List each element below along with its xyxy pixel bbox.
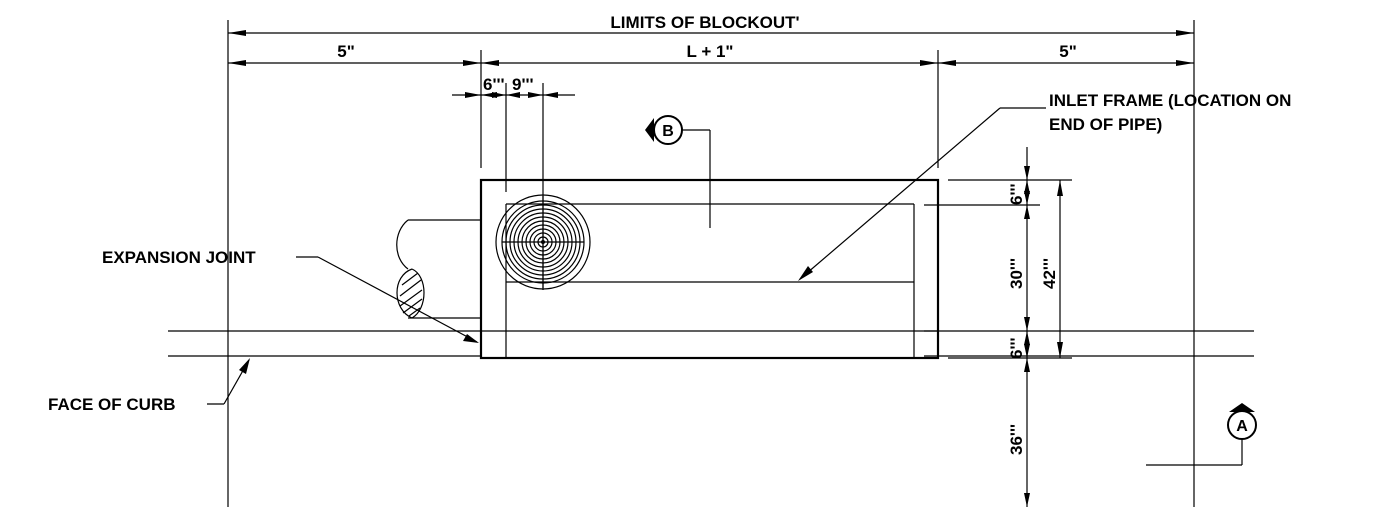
section-marker-b: B: [645, 115, 711, 228]
nine-inch-dim: 9''': [512, 75, 534, 94]
face-of-curb-label: FACE OF CURB: [48, 395, 176, 414]
dimension-chain: 5" L + 1" 5": [228, 42, 1194, 168]
face-of-curb-callout: FACE OF CURB: [48, 358, 250, 414]
vertical-dimensions: 6''' 30''' 42''' 6''' 36''': [924, 147, 1072, 507]
v-thirtysix-dim: 36''': [1007, 424, 1026, 455]
curb-lines: [168, 330, 1254, 357]
overall-dimension: LIMITS OF BLOCKOUT': [227, 13, 1195, 507]
left-5-dim: 5": [337, 42, 355, 61]
pipe: [396, 219, 481, 319]
section-marker-a: A: [1146, 403, 1257, 466]
inlet-frame-label-line1: INLET FRAME (LOCATION ON: [1049, 91, 1291, 110]
inlet-frame-circles: [495, 194, 591, 290]
expansion-joint-label: EXPANSION JOINT: [102, 248, 256, 267]
v-fortytwo-dim: 42''': [1040, 258, 1059, 289]
section-a-letter: A: [1236, 418, 1248, 435]
section-b-letter: B: [662, 123, 674, 140]
inlet-frame-callout: INLET FRAME (LOCATION ON END OF PIPE): [798, 91, 1291, 281]
expansion-joint-callout: EXPANSION JOINT: [102, 248, 479, 343]
six-inch-dim: 6''': [483, 75, 505, 94]
v-six-bottom-dim: 6''': [1007, 337, 1026, 359]
limits-of-blockout-label: LIMITS OF BLOCKOUT': [610, 13, 799, 32]
v-thirty-dim: 30''': [1007, 258, 1026, 289]
l-plus-1-dim: L + 1": [687, 42, 734, 61]
v-six-top-dim: 6''': [1007, 183, 1026, 205]
right-5-dim: 5": [1059, 42, 1077, 61]
inlet-frame-label-line2: END OF PIPE): [1049, 115, 1162, 134]
pipe-offset-dimension: 6''' 9''': [452, 75, 575, 290]
